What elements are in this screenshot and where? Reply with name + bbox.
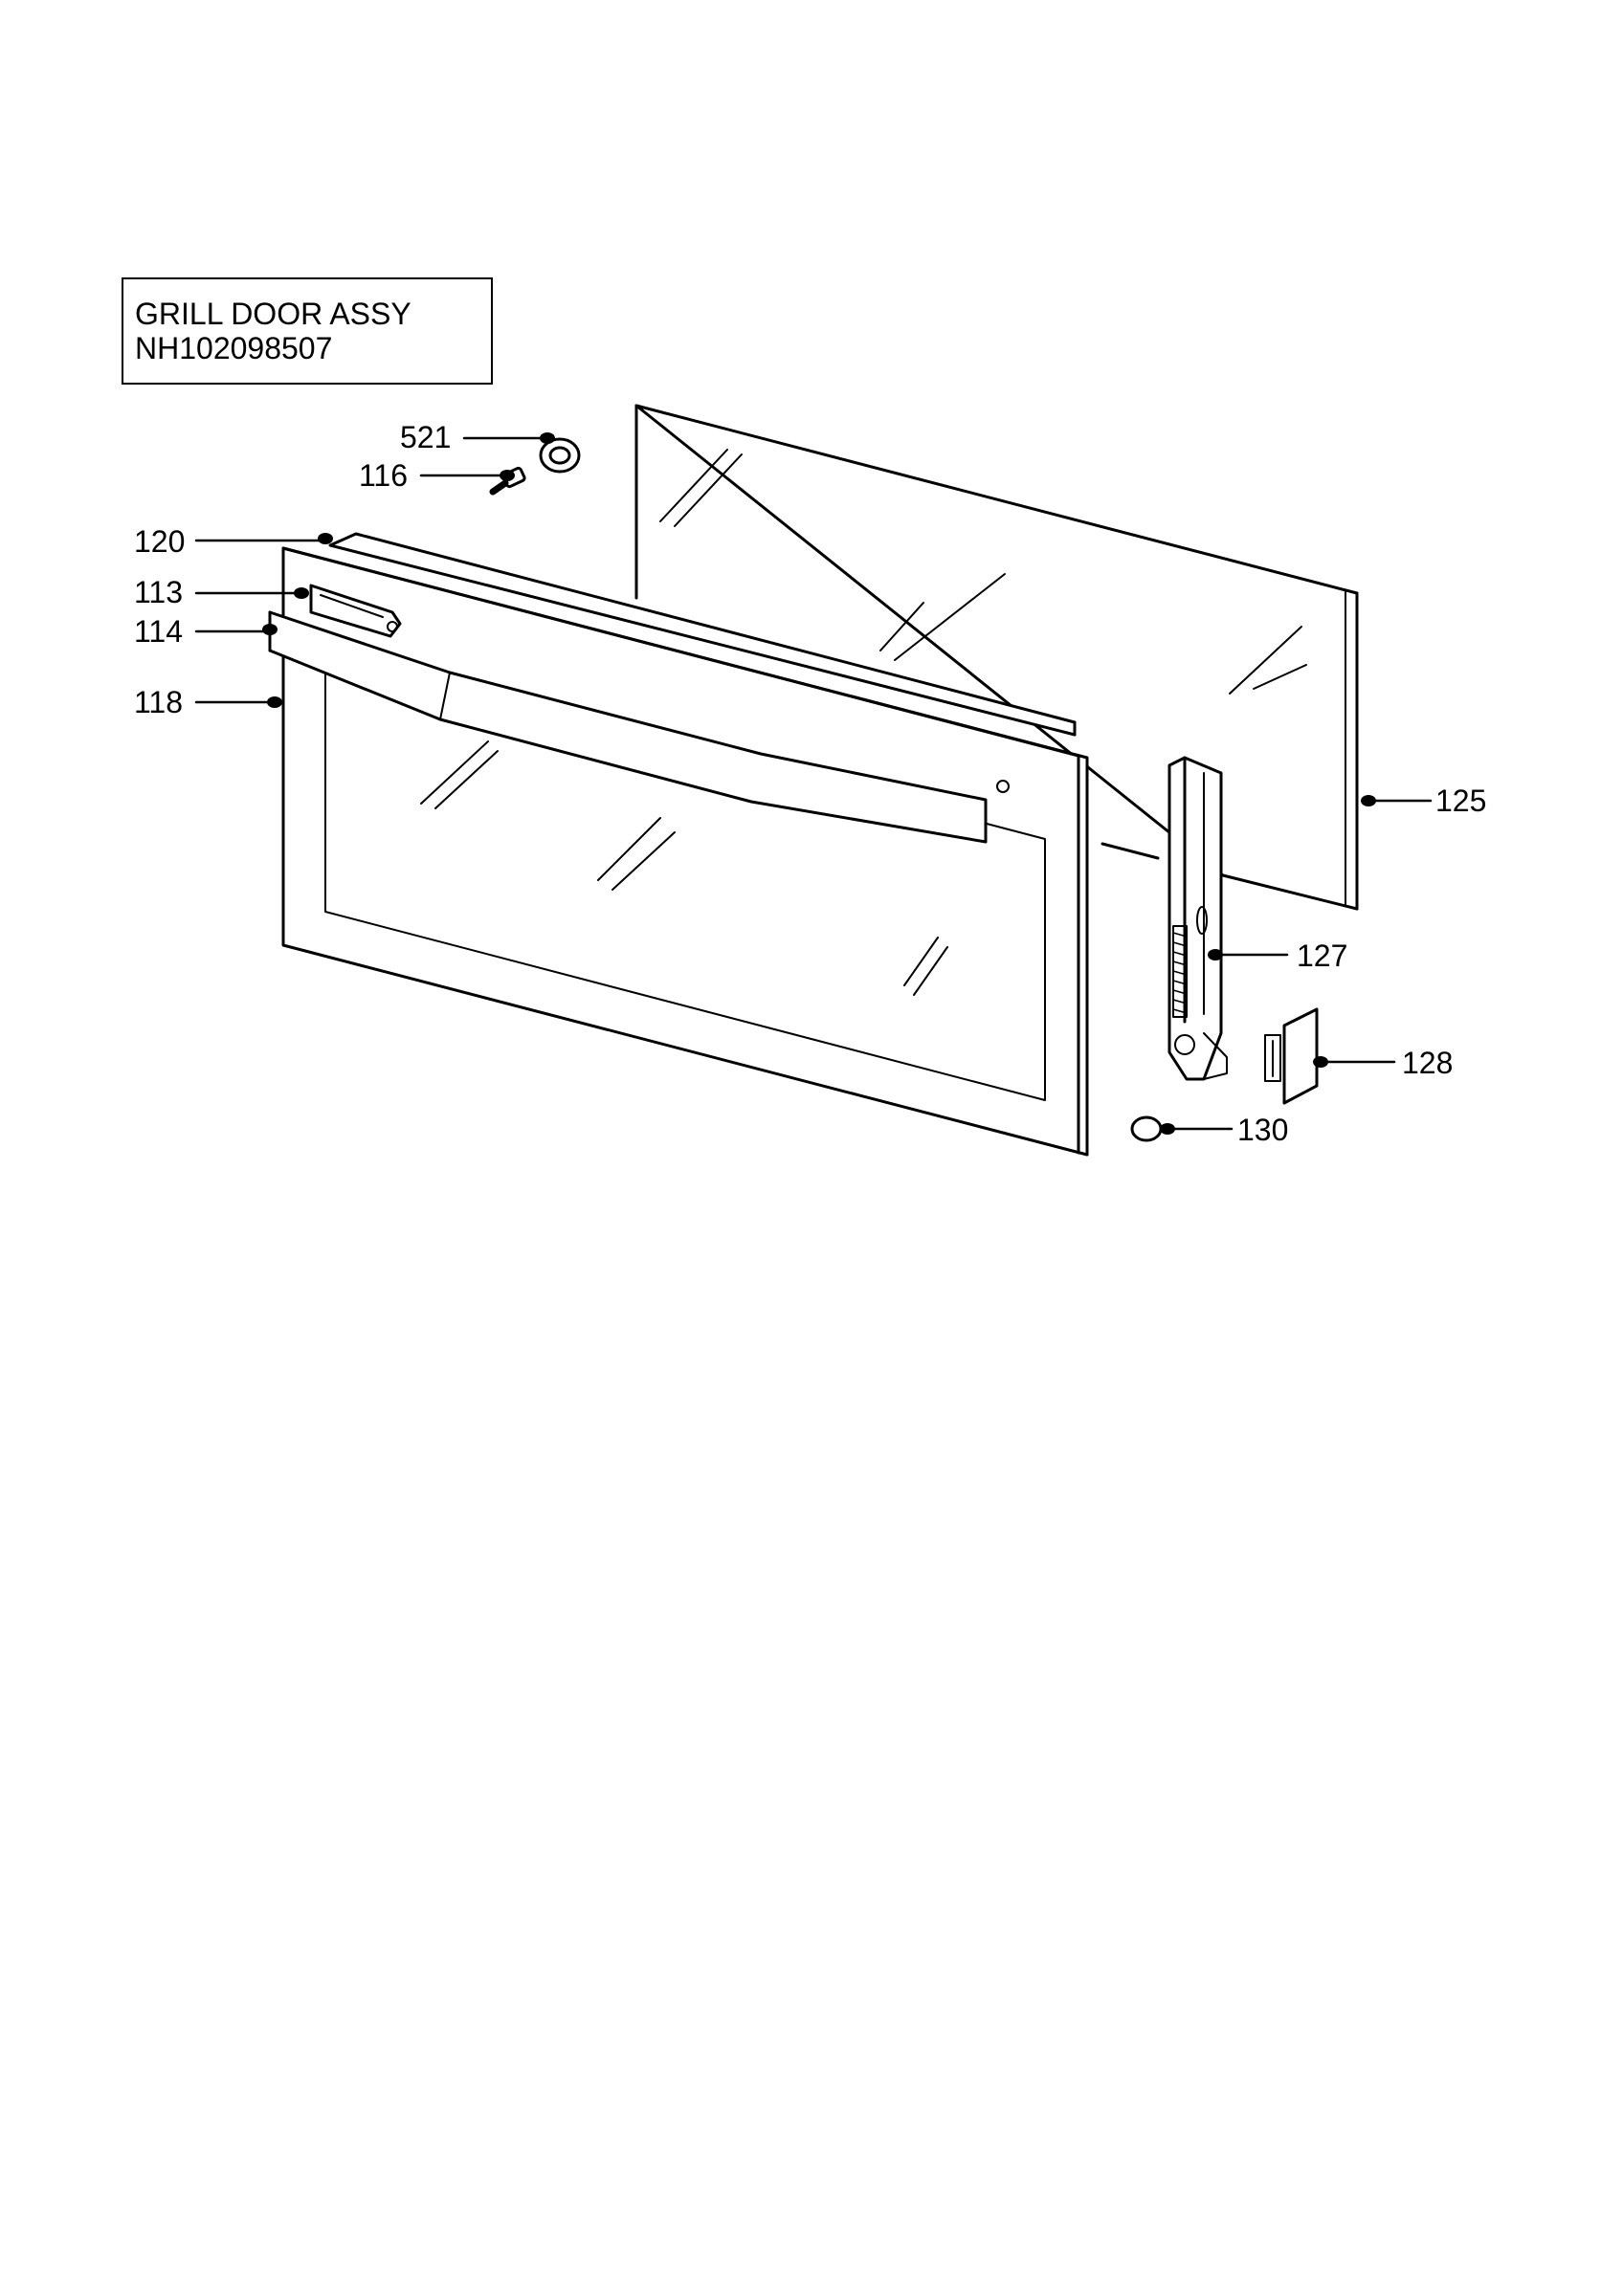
callout-128: 128 (1402, 1046, 1453, 1080)
callout-114: 114 (134, 614, 183, 649)
title-block: GRILL DOOR ASSY NH102098507 (122, 277, 493, 385)
handle-bracket (309, 584, 402, 638)
assembly-code: NH102098507 (135, 331, 333, 365)
callout-120: 120 (134, 524, 185, 559)
hinge-part-127 (1167, 756, 1228, 1081)
callout-125: 125 (1435, 784, 1486, 818)
leader-lines (194, 436, 1433, 1131)
leader-dots (262, 432, 1376, 1135)
ring-part-521 (539, 437, 581, 474)
callout-127: 127 (1297, 938, 1347, 973)
callout-113: 113 (134, 575, 183, 609)
callout-116: 116 (359, 458, 408, 493)
assembly-name: GRILL DOOR ASSY (135, 297, 411, 331)
callout-130: 130 (1237, 1113, 1288, 1147)
door-inner-frame (328, 532, 1077, 737)
cap-part-130 (1130, 1115, 1163, 1142)
callout-521: 521 (400, 420, 451, 454)
door-handle (268, 610, 988, 844)
callout-118: 118 (134, 685, 183, 719)
hinge-cover-part-128 (1264, 1007, 1319, 1105)
callout-labels: 521 116 120 113 114 118 125 127 128 130 (134, 420, 1486, 1147)
